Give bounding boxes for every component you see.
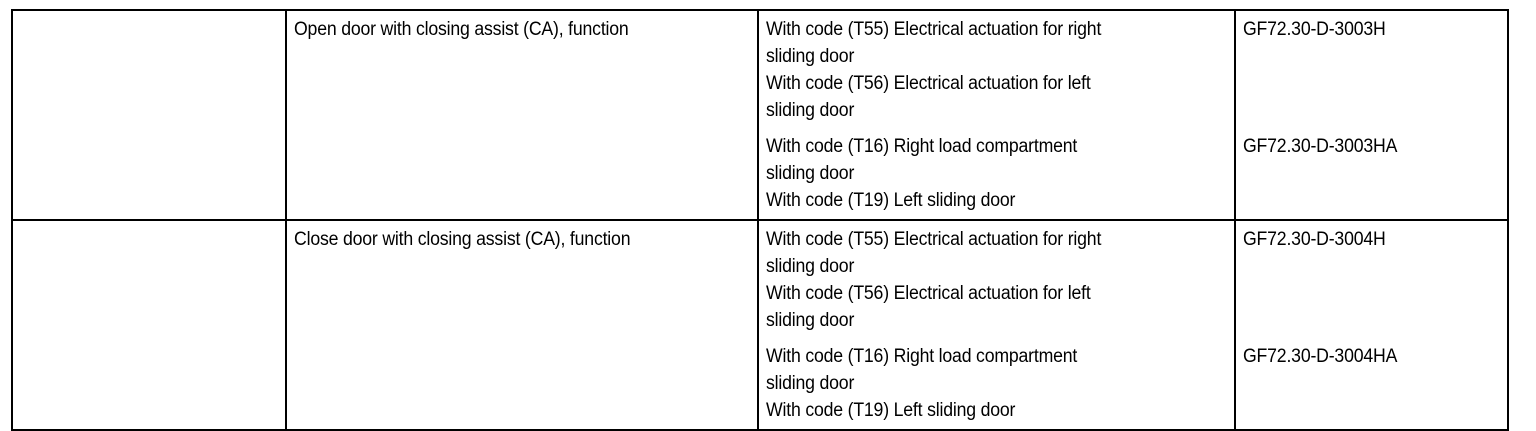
cell-description: Open door with closing assist (CA), func… (285, 9, 759, 221)
blank-cell-content (13, 11, 266, 195)
description-text: Open door with closing assist (CA), func… (294, 19, 629, 40)
cell-document-reference: GF72.30-D-3003H GF72.30-D-3003HA (1234, 9, 1509, 221)
condition-line: With code (T56) Electrical actuation for… (766, 283, 1091, 304)
condition-line: With code (T55) Electrical actuation for… (766, 229, 1102, 250)
condition-line: sliding door (766, 310, 855, 331)
table-row: Open door with closing assist (CA), func… (11, 9, 1509, 221)
condition-line: With code (T16) Right load compartment (766, 136, 1078, 157)
condition-line: With code (T16) Right load compartment (766, 346, 1078, 367)
document-reference: GF72.30-D-3003H (1243, 19, 1386, 40)
cell-conditions: With code (T55) Electrical actuation for… (757, 219, 1236, 431)
cell-description: Close door with closing assist (CA), fun… (285, 219, 759, 431)
table-row: Close door with closing assist (CA), fun… (11, 219, 1509, 431)
condition-block: With code (T55) Electrical actuation for… (766, 226, 1228, 334)
condition-line: sliding door (766, 46, 855, 67)
document-page: Open door with closing assist (CA), func… (11, 9, 1509, 431)
condition-line: With code (T55) Electrical actuation for… (766, 19, 1102, 40)
condition-block: With code (T55) Electrical actuation for… (766, 16, 1228, 124)
condition-line: sliding door (766, 163, 855, 184)
cell-document-reference: GF72.30-D-3004H GF72.30-D-3004HA (1234, 219, 1509, 431)
condition-line: With code (T56) Electrical actuation for… (766, 73, 1091, 94)
condition-line: sliding door (766, 373, 855, 394)
condition-line: With code (T19) Left sliding door (766, 400, 1016, 421)
document-reference: GF72.30-D-3004H (1243, 229, 1386, 250)
document-reference: GF72.30-D-3003HA (1243, 136, 1398, 157)
specification-table: Open door with closing assist (CA), func… (11, 9, 1509, 431)
cell-conditions: With code (T55) Electrical actuation for… (757, 9, 1236, 221)
condition-line: sliding door (766, 256, 855, 277)
description-text: Close door with closing assist (CA), fun… (294, 229, 631, 250)
table-body: Open door with closing assist (CA), func… (11, 9, 1509, 431)
condition-line: With code (T19) Left sliding door (766, 190, 1016, 211)
document-reference: GF72.30-D-3004HA (1243, 346, 1398, 367)
condition-block: With code (T16) Right load compartment s… (766, 133, 1228, 214)
cell-blank (11, 219, 287, 431)
blank-cell-content (13, 221, 266, 405)
condition-line: sliding door (766, 100, 855, 121)
cell-blank (11, 9, 287, 221)
condition-block: With code (T16) Right load compartment s… (766, 343, 1228, 424)
